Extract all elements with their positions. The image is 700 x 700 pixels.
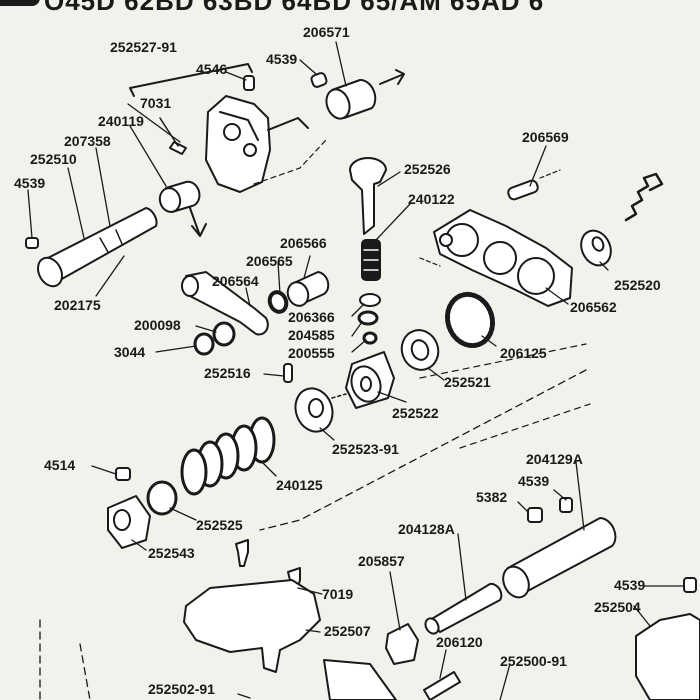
part-206565-ring [267,290,289,314]
part-7019-pin-a [235,539,249,567]
part-4539-edge-pin [683,577,697,593]
label-206562: 206562 [570,299,617,315]
label-4514: 4514 [44,457,76,473]
part-204129A-tube [502,517,617,599]
label-206565: 206565 [246,253,293,269]
label-202175: 202175 [54,297,101,313]
part-252526-valve-key [349,157,387,235]
part-252527-91-housing [205,95,309,193]
label-252543: 252543 [148,545,195,561]
part-240119-bushing [158,180,201,213]
part-3044-nut [193,332,215,356]
part-206120-screw [423,671,461,700]
dash-guide-housing [253,139,327,185]
part-4539-left-pin [25,237,39,249]
label-200098: 200098 [134,317,181,333]
label-206125: 206125 [500,345,547,361]
part-7031-screw [169,141,187,155]
part-5382-screw [527,507,543,523]
part-206562-manifold [433,209,573,307]
part-252522-valve-body [345,351,395,409]
part-252516-pin [283,363,293,383]
assembly-bracket-line [129,63,253,97]
label-4539-left: 4539 [14,175,46,191]
label-204585: 204585 [288,327,335,343]
label-252507: 252507 [324,623,371,639]
part-252543-body [107,495,151,549]
label-206571: 206571 [303,24,350,40]
page-header-title: O45D 62BD 63BD 64BD 65/AM 65AD 6 [44,0,545,16]
part-252521-bushing [400,329,440,371]
part-206125-ring [444,291,496,349]
label-4546: 4546 [196,61,228,77]
label-200555: 200555 [288,345,335,361]
label-240122: 240122 [408,191,455,207]
label-252500-91: 252500-91 [500,653,567,669]
part-252504-housing [635,613,700,700]
label-252527-91: 252527-91 [110,39,177,55]
part-4514-nut [115,467,131,481]
label-206564: 206564 [212,273,259,289]
label-206120: 206120 [436,634,483,650]
label-252510: 252510 [30,151,77,167]
label-5382: 5382 [476,489,508,505]
part-spring-top-right [624,172,664,222]
label-252502-91: 252502-91 [148,681,215,697]
label-7031: 7031 [140,95,172,111]
label-252525: 252525 [196,517,243,533]
part-206566-sleeve [286,271,330,307]
label-207358: 207358 [64,133,111,149]
label-252522: 252522 [392,405,439,421]
part-200098-washer [212,321,236,347]
label-252504: 252504 [594,599,641,615]
label-252520: 252520 [614,277,661,293]
part-4539-right-pin [559,497,573,513]
part-252525-ring [146,480,178,516]
part-240125-spring-coils [180,416,276,496]
part-200555-seal [362,331,378,345]
label-4539-edge: 4539 [614,577,646,593]
label-3044: 3044 [114,344,146,360]
arrow-206571 [379,69,405,85]
part-206571-cylinder [325,78,377,120]
part-240122-spring [361,239,381,281]
part-252507-lever-plate [183,579,321,673]
label-206569: 206569 [522,129,569,145]
part-252523-91-head [294,387,334,433]
part-202175-handle [37,207,158,288]
label-252521: 252521 [444,374,491,390]
dashed-housing-outline [39,369,587,700]
label-7019: 7019 [322,586,354,602]
label-204129A: 204129A [526,451,583,467]
arrow-240119 [189,207,207,237]
label-240119: 240119 [98,113,144,129]
part-204128A-pin [424,582,503,635]
part-205857-block [385,623,419,665]
label-206566: 206566 [280,235,327,251]
label-4539-right: 4539 [518,473,550,489]
label-252516: 252516 [204,365,251,381]
label-252523-91: 252523-91 [332,441,399,457]
label-240125: 240125 [276,477,323,493]
label-205857: 205857 [358,553,405,569]
part-252502-91-body [323,659,397,700]
label-252526: 252526 [404,161,451,177]
part-206366-washer [359,293,381,307]
part-206564-rod [181,271,269,336]
part-4539-top-ball [310,72,328,88]
leader-lines [27,41,685,700]
part-204585-oring [357,310,379,326]
part-206569-pin [507,179,539,201]
part-4546-pin [243,75,255,91]
label-206366: 206366 [288,309,335,325]
label-4539-top: 4539 [266,51,298,67]
header-tab-marker [0,0,40,6]
label-204128A: 204128A [398,521,455,537]
part-252520-cap [580,229,612,267]
